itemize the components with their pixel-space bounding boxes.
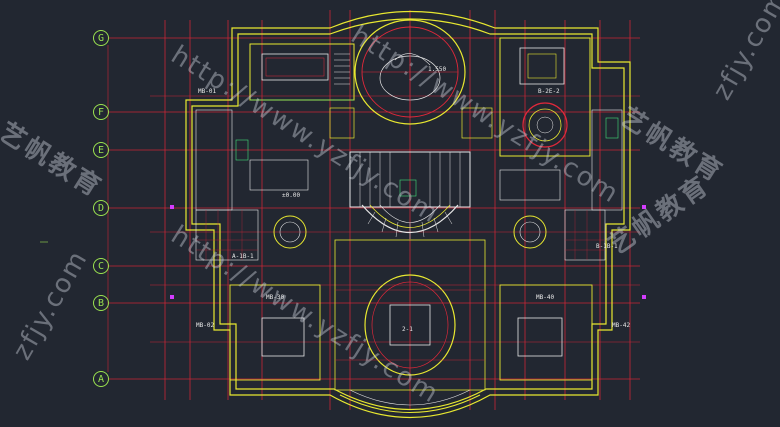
- grid-bubble-f: F: [93, 104, 109, 120]
- top-rotunda: [354, 19, 466, 125]
- room-tag-lower-right-a: MB-40: [536, 294, 555, 301]
- accent-details: [235, 99, 619, 197]
- grid-bubble-g: G: [93, 30, 109, 46]
- grid-bubble-d: D: [93, 200, 109, 216]
- building-outline: [185, 10, 631, 419]
- room-tag-lower-right-b: MB-42: [612, 322, 631, 329]
- left-wing-rooms: [195, 107, 355, 381]
- room-tag-lower-left-a: MB-30: [266, 294, 285, 301]
- level-label: ±0.00: [282, 192, 301, 199]
- room-tag-center-hall: 2-1: [402, 326, 413, 333]
- tile-hatch: [196, 210, 605, 260]
- room-tag-mid-right: B-1B-1: [596, 243, 618, 250]
- room-tag-upper-left: MB-01: [198, 88, 217, 95]
- dimension-label: 1.550: [428, 66, 447, 73]
- horizontal-grid-lines: [108, 37, 640, 380]
- room-tag-mid-left: A-1B-1: [232, 253, 254, 260]
- grid-bubble-b: B: [93, 295, 109, 311]
- main-hall: [334, 239, 486, 413]
- room-tag-lower-left-b: MB-02: [196, 322, 215, 329]
- column-markers: [170, 205, 646, 299]
- right-wing-rooms: [461, 107, 623, 381]
- grid-bubble-c: C: [93, 258, 109, 274]
- central-staircase: [349, 151, 471, 239]
- grid-bubble-a: A: [93, 371, 109, 387]
- room-tag-dining: B-2E-2: [538, 88, 560, 95]
- grid-bubble-e: E: [93, 142, 109, 158]
- dining-room: [499, 37, 591, 157]
- pool-room: [249, 43, 355, 101]
